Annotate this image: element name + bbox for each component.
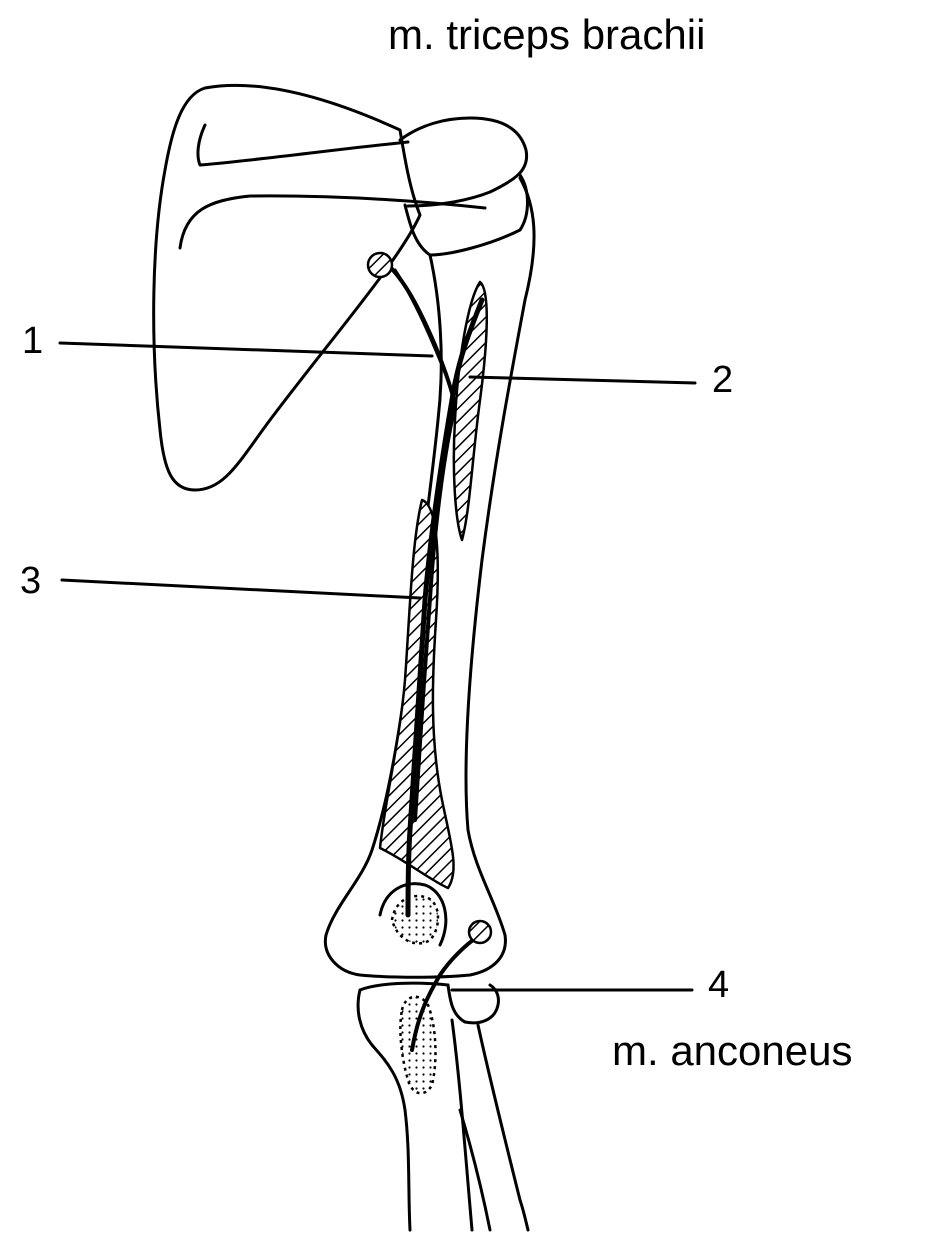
- acromion: [400, 118, 527, 206]
- ulna-shaft-medial: [405, 1110, 410, 1230]
- leader-line-2: [470, 377, 695, 383]
- scapula-spine: [198, 125, 408, 165]
- callout-number-3: 3: [20, 562, 41, 600]
- callout-number-1: 1: [22, 322, 43, 360]
- anconeus-insertion: [400, 997, 435, 1093]
- leader-line-3: [62, 580, 420, 598]
- radius-shaft-inner: [460, 1110, 490, 1230]
- muscle-label-anconeus: m. anconeus: [612, 1030, 852, 1072]
- ulna-head: [358, 990, 405, 1110]
- long-head-tendon: [385, 262, 455, 405]
- humerus-head: [405, 175, 528, 255]
- muscle-label-triceps: m. triceps brachii: [388, 14, 705, 56]
- callout-number-2: 2: [712, 361, 733, 399]
- radius-shaft: [478, 1025, 528, 1230]
- olecranon-insertion: [392, 896, 438, 943]
- lateral-epicondyle: [469, 921, 491, 943]
- lateral-head-origin: [454, 282, 487, 540]
- ulna-shaft-lateral: [452, 1020, 472, 1230]
- callout-number-4: 4: [708, 966, 729, 1004]
- leader-line-1: [60, 343, 432, 356]
- infraglenoid-tubercle: [368, 253, 392, 277]
